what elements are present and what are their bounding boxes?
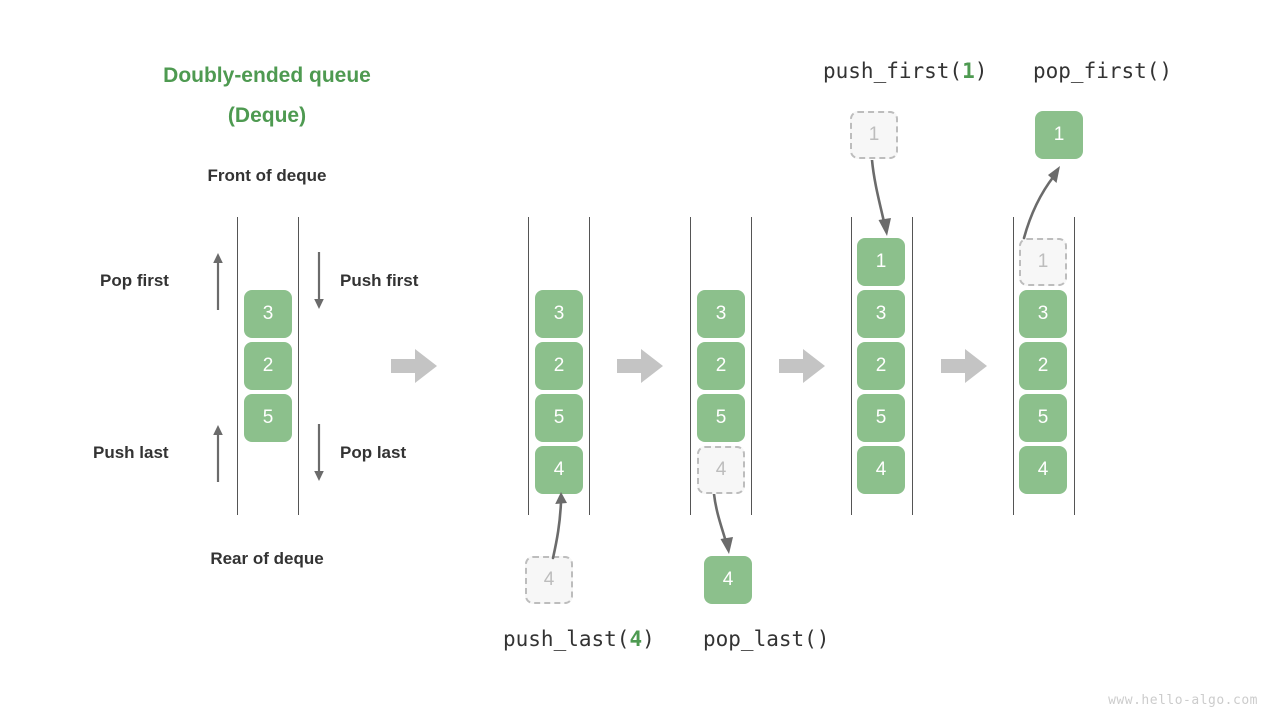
deque-cell: 3 bbox=[535, 290, 583, 338]
external-cell-push-last: 4 bbox=[525, 556, 573, 604]
watermark: www.hello-algo.com bbox=[1108, 693, 1258, 708]
pop-first-arrow-icon bbox=[213, 253, 223, 310]
caption-push-first-arg: 1 bbox=[962, 59, 975, 83]
step-arrow-icon bbox=[617, 349, 663, 383]
label-pop-first: Pop first bbox=[100, 271, 169, 290]
rail-left-panel4 bbox=[1013, 217, 1014, 515]
rail-right-legend bbox=[298, 217, 299, 515]
caption-push-first-close: ) bbox=[974, 59, 988, 83]
caption-pop-last: pop_last() bbox=[703, 627, 830, 651]
step-arrow-icon bbox=[779, 349, 825, 383]
rail-right-panel4 bbox=[1074, 217, 1075, 515]
push-last-arrow-icon bbox=[213, 425, 223, 482]
pop-last-arrow-icon bbox=[314, 424, 324, 481]
caption-push-last-name: push_last( bbox=[503, 627, 630, 651]
rail-right-panel1 bbox=[589, 217, 590, 515]
pop-last-motion-arrow-icon bbox=[712, 494, 733, 554]
deque-cell: 1 bbox=[857, 238, 905, 286]
label-front-of-deque: Front of deque bbox=[207, 166, 327, 185]
external-cell-push-first: 1 bbox=[850, 111, 898, 159]
rail-left-panel1 bbox=[528, 217, 529, 515]
deque-cell: 4 bbox=[1019, 446, 1067, 494]
rail-right-panel2 bbox=[751, 217, 752, 515]
deque-cell: 3 bbox=[244, 290, 292, 338]
push-first-motion-arrow-icon bbox=[870, 160, 891, 236]
caption-push-first: push_first(1) bbox=[823, 59, 987, 83]
caption-push-last-arg: 4 bbox=[629, 627, 643, 651]
deque-cell: 5 bbox=[244, 394, 292, 442]
deque-cell: 2 bbox=[1019, 342, 1067, 390]
deque-cell: 2 bbox=[697, 342, 745, 390]
page-title-line1: Doubly-ended queue bbox=[163, 64, 371, 87]
deque-cell: 5 bbox=[535, 394, 583, 442]
pop-first-motion-arrow-icon bbox=[1022, 166, 1060, 240]
caption-push-last-close: ) bbox=[642, 627, 655, 651]
deque-cell: 3 bbox=[697, 290, 745, 338]
deque-cell: 5 bbox=[697, 394, 745, 442]
rail-left-legend bbox=[237, 217, 238, 515]
rail-left-panel3 bbox=[851, 217, 852, 515]
label-pop-last: Pop last bbox=[340, 443, 407, 462]
push-last-motion-arrow-icon bbox=[551, 492, 567, 560]
deque-cell: 3 bbox=[857, 290, 905, 338]
caption-push-first-name: push_first( bbox=[823, 59, 963, 83]
deque-cell: 2 bbox=[535, 342, 583, 390]
push-first-arrow-icon bbox=[314, 252, 324, 309]
caption-push-last: push_last(4) bbox=[503, 627, 655, 651]
rail-right-panel3 bbox=[912, 217, 913, 515]
external-cell-pop-first: 1 bbox=[1035, 111, 1083, 159]
caption-pop-first: pop_first() bbox=[1033, 59, 1173, 83]
deque-cell: 5 bbox=[857, 394, 905, 442]
step-arrow-icon bbox=[941, 349, 987, 383]
label-push-last: Push last bbox=[93, 443, 169, 462]
deque-cell-ghost: 4 bbox=[697, 446, 745, 494]
step-arrow-icon bbox=[391, 349, 437, 383]
deque-cell: 2 bbox=[244, 342, 292, 390]
external-cell-pop-last: 4 bbox=[704, 556, 752, 604]
label-rear-of-deque: Rear of deque bbox=[210, 549, 324, 568]
deque-cell: 5 bbox=[1019, 394, 1067, 442]
label-push-first: Push first bbox=[340, 271, 419, 290]
page-title-line2: (Deque) bbox=[227, 104, 307, 127]
deque-cell: 4 bbox=[535, 446, 583, 494]
deque-cell: 4 bbox=[857, 446, 905, 494]
deque-cell: 2 bbox=[857, 342, 905, 390]
deque-cell: 3 bbox=[1019, 290, 1067, 338]
rail-left-panel2 bbox=[690, 217, 691, 515]
deque-cell-ghost: 1 bbox=[1019, 238, 1067, 286]
